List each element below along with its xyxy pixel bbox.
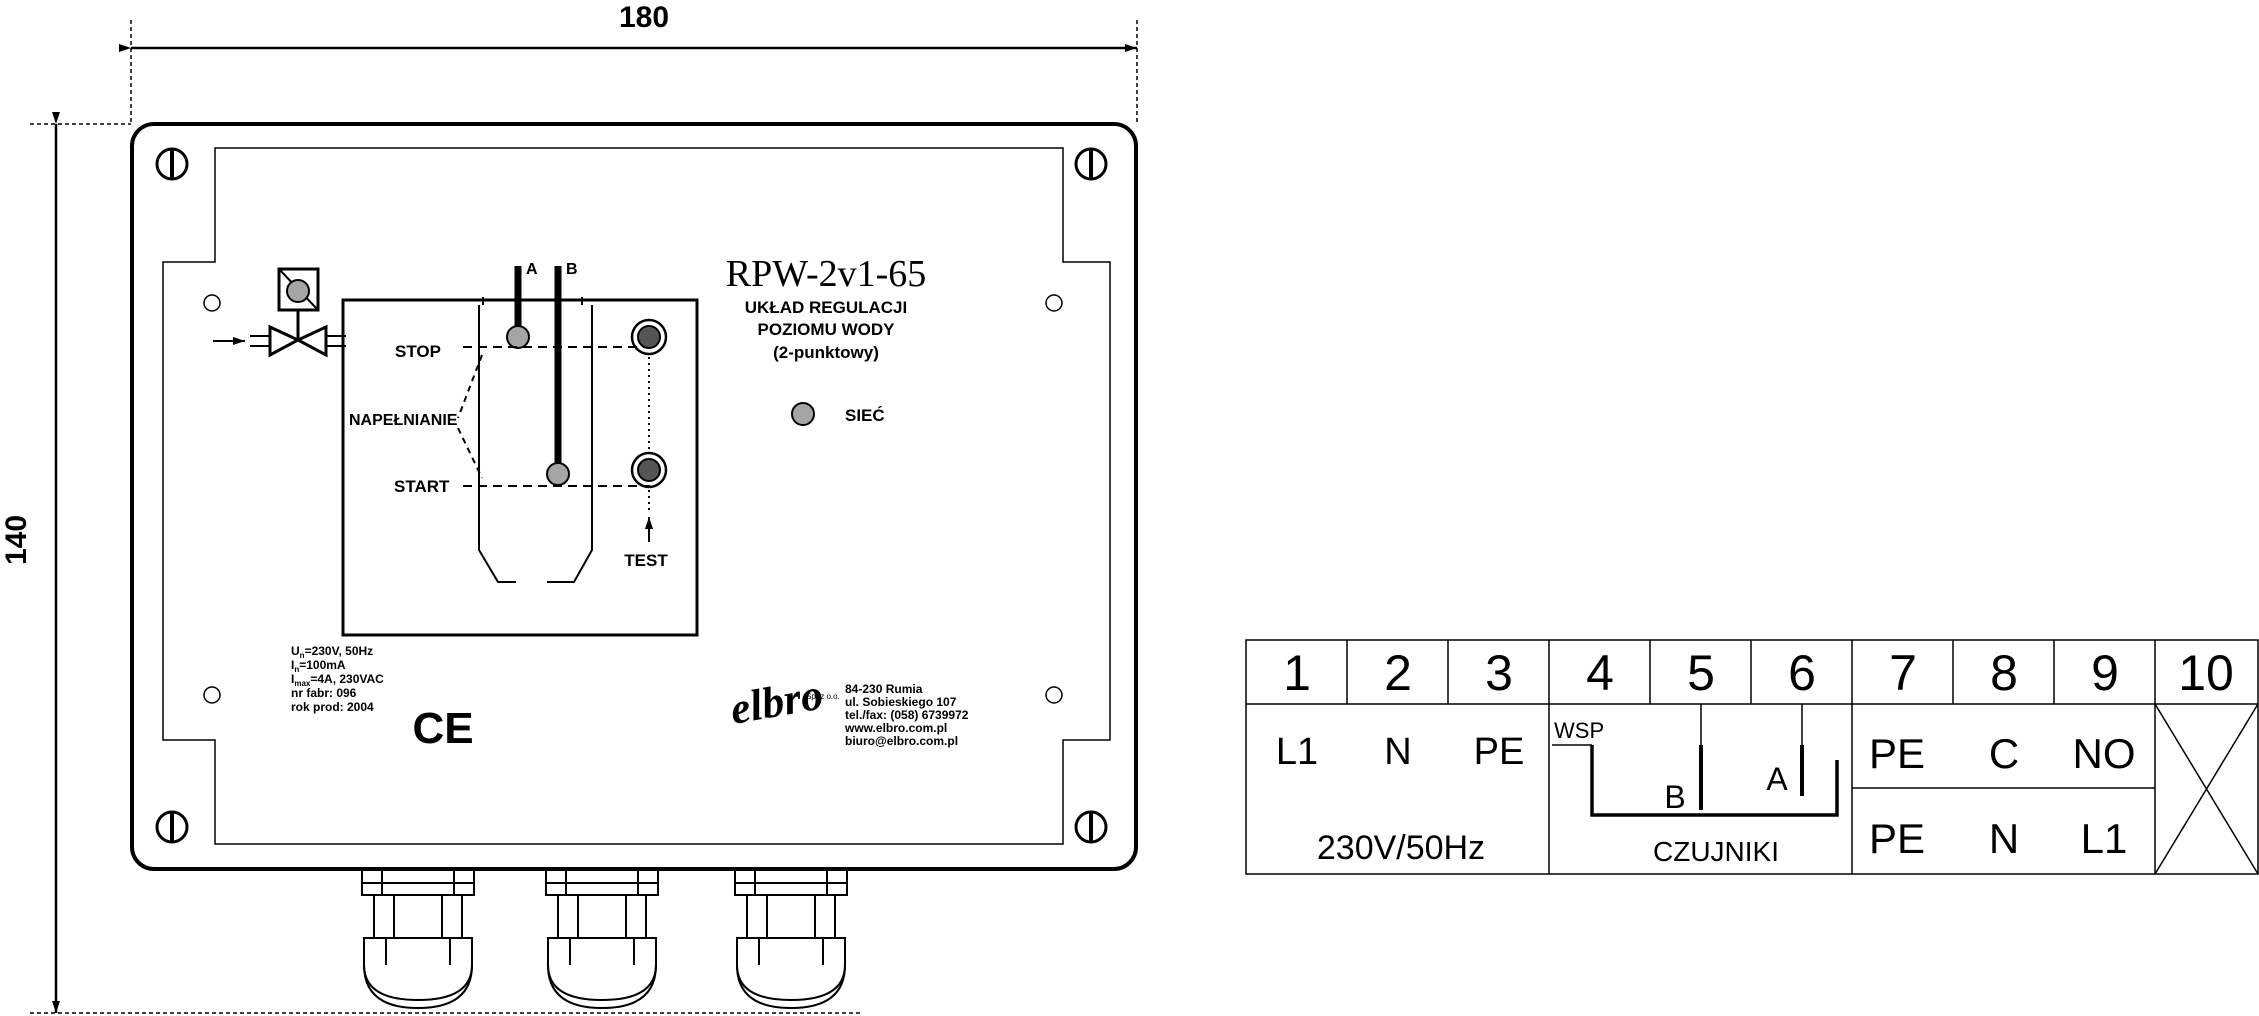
model-title: RPW-2v1-65 xyxy=(726,253,927,295)
svg-text:L1: L1 xyxy=(1276,731,1318,773)
cable-gland xyxy=(545,869,659,1010)
relay-terminals: PE C NO PE N L1 xyxy=(1869,730,2136,862)
svg-text:Sp. z o.o.: Sp. z o.o. xyxy=(806,692,840,701)
screw-icon xyxy=(1074,147,1108,181)
terminal-block xyxy=(1245,639,2259,875)
manufacturer-address: 84-230 Rumia ul. Sobieskiego 107 tel./fa… xyxy=(844,682,969,748)
network-indicator-led xyxy=(791,402,815,426)
sensor-b-label: B xyxy=(1664,779,1685,815)
svg-text:In=100mA: In=100mA xyxy=(291,658,346,674)
screw-icon xyxy=(1074,810,1108,844)
electrode-b-tip xyxy=(546,462,570,486)
mounting-holes xyxy=(203,294,1063,704)
svg-text:10: 10 xyxy=(2178,645,2234,701)
svg-text:7: 7 xyxy=(1889,645,1917,701)
tank-right-wall xyxy=(547,297,593,583)
manufacturer-logo: elbro Sp. z o.o. xyxy=(726,670,839,734)
electrode-b-label: B xyxy=(566,261,578,278)
fill-label: NAPEŁNIANIE xyxy=(349,412,458,429)
common-label: WSP xyxy=(1554,718,1604,743)
svg-text:N: N xyxy=(1384,731,1411,773)
sensor-terminals: WSP B A CZUJNIKI xyxy=(1552,704,1839,867)
svg-text:L1: L1 xyxy=(2081,815,2128,862)
test-label: TEST xyxy=(624,551,668,570)
svg-text:8: 8 xyxy=(1990,645,2018,701)
subtitle-line-3: (2-punktowy) xyxy=(773,343,879,362)
production-year: rok prod: 2004 xyxy=(291,700,374,714)
sensor-a-label: A xyxy=(1766,761,1788,797)
svg-text:NO: NO xyxy=(2073,730,2136,777)
electrode-a-tip xyxy=(506,325,530,349)
subtitle-line-1: UKŁAD REGULACJI xyxy=(745,298,907,317)
width-dimension: 180 xyxy=(619,1,669,34)
svg-text:tel./fax: (058) 6739972: tel./fax: (058) 6739972 xyxy=(845,708,969,722)
enclosure xyxy=(130,122,1138,871)
test-button[interactable] xyxy=(630,451,668,489)
svg-text:6: 6 xyxy=(1788,645,1816,701)
svg-text:9: 9 xyxy=(2091,645,2119,701)
stop-label: STOP xyxy=(395,342,441,361)
electrode-a-label: A xyxy=(526,261,538,278)
svg-text:C: C xyxy=(1989,730,2019,777)
terminal-numbers: 1 2 3 4 5 6 7 8 9 10 xyxy=(1283,645,2234,701)
screw-icon xyxy=(155,147,189,181)
svg-text:Un=230V, 50Hz: Un=230V, 50Hz xyxy=(291,644,373,660)
svg-text:elbro: elbro xyxy=(726,670,826,734)
fill-bracket-bottom xyxy=(457,427,483,479)
power-terminals: L1 N PE 230V/50Hz xyxy=(1276,731,1524,867)
cable-gland xyxy=(361,869,475,1010)
svg-text:N: N xyxy=(1989,815,2019,862)
svg-text:ul. Sobieskiego 107: ul. Sobieskiego 107 xyxy=(845,695,957,709)
start-label: START xyxy=(394,477,450,496)
serial-number: nr fabr: 096 xyxy=(291,686,357,700)
svg-text:3: 3 xyxy=(1485,645,1513,701)
svg-text:PE: PE xyxy=(1869,815,1925,862)
svg-text:5: 5 xyxy=(1687,645,1715,701)
svg-text:PE: PE xyxy=(1869,730,1925,777)
svg-text:PE: PE xyxy=(1474,731,1525,773)
fill-bracket-top xyxy=(457,354,483,419)
svg-text:84-230 Rumia: 84-230 Rumia xyxy=(845,682,923,696)
svg-text:biuro@elbro.com.pl: biuro@elbro.com.pl xyxy=(845,734,958,748)
stop-indicator-led xyxy=(630,318,668,356)
tank-left-wall xyxy=(478,297,516,583)
sensors-label: CZUJNIKI xyxy=(1653,836,1779,867)
svg-text:2: 2 xyxy=(1384,645,1412,701)
cable-gland xyxy=(734,869,848,1010)
ce-mark: CE xyxy=(412,704,473,753)
subtitle-line-2: POZIOMU WODY xyxy=(758,320,896,339)
height-dimension: 140 xyxy=(0,515,33,565)
dimension-lines xyxy=(30,20,1138,1014)
valve-icon xyxy=(213,267,346,358)
svg-text:4: 4 xyxy=(1586,645,1614,701)
svg-text:Imax=4A, 230VAC: Imax=4A, 230VAC xyxy=(291,672,384,688)
svg-text:1: 1 xyxy=(1283,645,1311,701)
specifications: Un=230V, 50Hz In=100mA Imax=4A, 230VAC n… xyxy=(291,644,384,714)
network-label: SIEĆ xyxy=(845,406,885,425)
power-label: 230V/50Hz xyxy=(1317,829,1485,867)
screw-icon xyxy=(155,810,189,844)
svg-text:www.elbro.com.pl: www.elbro.com.pl xyxy=(844,721,947,735)
